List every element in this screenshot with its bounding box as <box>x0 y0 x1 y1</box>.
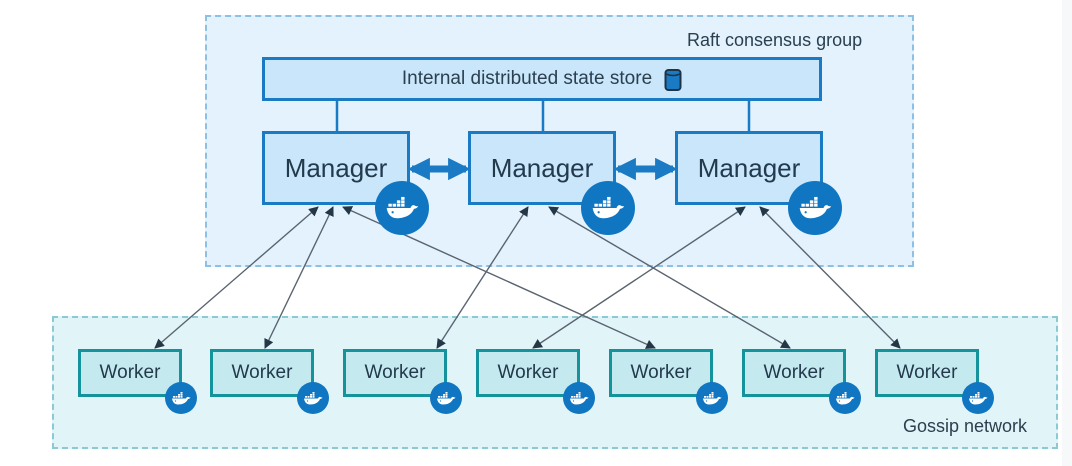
worker-label: Worker <box>630 362 692 383</box>
manager-worker-arrow <box>436 206 529 349</box>
worker-label: Worker <box>763 362 825 383</box>
worker-node: Worker <box>210 349 314 397</box>
worker-label: Worker <box>99 362 161 383</box>
gossip-network-label: Gossip network <box>903 416 1028 436</box>
docker-whale-icon <box>563 382 595 414</box>
worker-label: Worker <box>231 362 293 383</box>
raft-group-label: Raft consensus group <box>687 30 863 50</box>
page-edge-strip <box>1062 0 1072 466</box>
worker-node: Worker <box>875 349 979 397</box>
database-icon <box>664 68 682 91</box>
worker-label: Worker <box>896 362 958 383</box>
manager-label: Manager <box>284 152 388 183</box>
docker-whale-icon <box>375 181 429 235</box>
manager-label: Manager <box>490 152 594 183</box>
worker-node: Worker <box>343 349 447 397</box>
state-store-label: Internal distributed state store <box>401 68 653 89</box>
worker-node: Worker <box>78 349 182 397</box>
docker-whale-icon <box>581 181 635 235</box>
manager-label: Manager <box>697 152 801 183</box>
manager-node: Manager <box>262 131 410 205</box>
docker-whale-icon <box>297 382 329 414</box>
manager-worker-arrow <box>264 206 334 349</box>
docker-whale-icon <box>165 382 197 414</box>
manager-worker-arrow <box>154 206 319 349</box>
worker-node: Worker <box>476 349 580 397</box>
worker-node: Worker <box>742 349 846 397</box>
worker-label: Worker <box>497 362 559 383</box>
manager-worker-arrow <box>532 206 746 349</box>
docker-whale-icon <box>788 181 842 235</box>
docker-whale-icon <box>696 382 728 414</box>
docker-whale-icon <box>430 382 462 414</box>
manager-worker-arrow <box>548 206 791 349</box>
manager-worker-arrow <box>759 206 901 349</box>
state-store: Internal distributed state store <box>262 57 822 101</box>
manager-node: Manager <box>675 131 823 205</box>
worker-label: Worker <box>364 362 426 383</box>
worker-node: Worker <box>609 349 713 397</box>
docker-whale-icon <box>829 382 861 414</box>
docker-whale-icon <box>962 382 994 414</box>
